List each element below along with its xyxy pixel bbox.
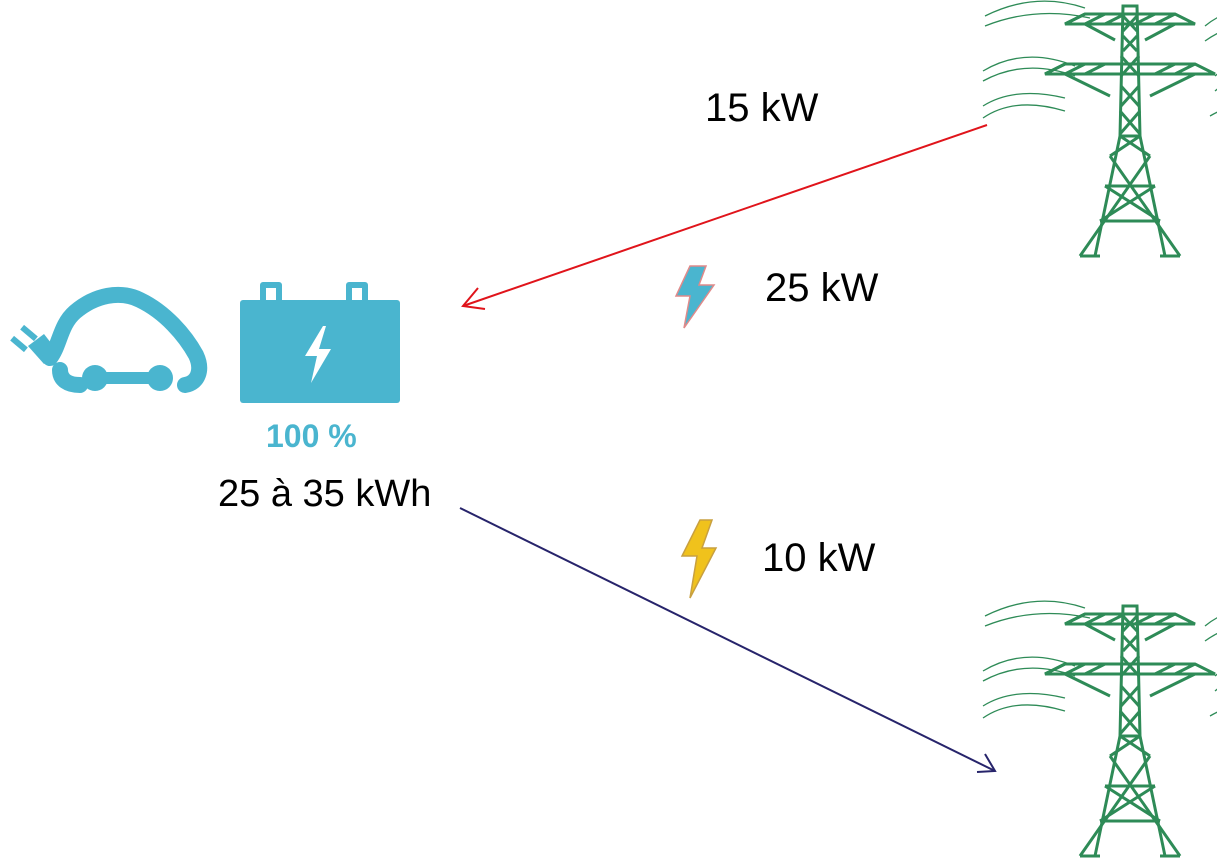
grid-to-vehicle-arrow [461,124,988,310]
ev-car-plug-icon [10,286,208,393]
blue-lightning-icon [674,265,716,329]
yellow-lightning-icon [680,519,718,599]
discharge-power-label: 10 kW [762,536,876,580]
charge-power-label: 25 kW [765,266,879,310]
battery-bolt-icon [240,282,400,403]
battery-capacity-label: 25 à 35 kWh [218,473,432,515]
transmission-tower-icon [981,0,1217,258]
grid-to-vehicle-power-label: 15 kW [705,86,819,130]
vehicle-to-grid-arrow [459,507,997,773]
battery-charge-level: 100 % [266,418,357,454]
transmission-tower-icon [981,599,1217,858]
